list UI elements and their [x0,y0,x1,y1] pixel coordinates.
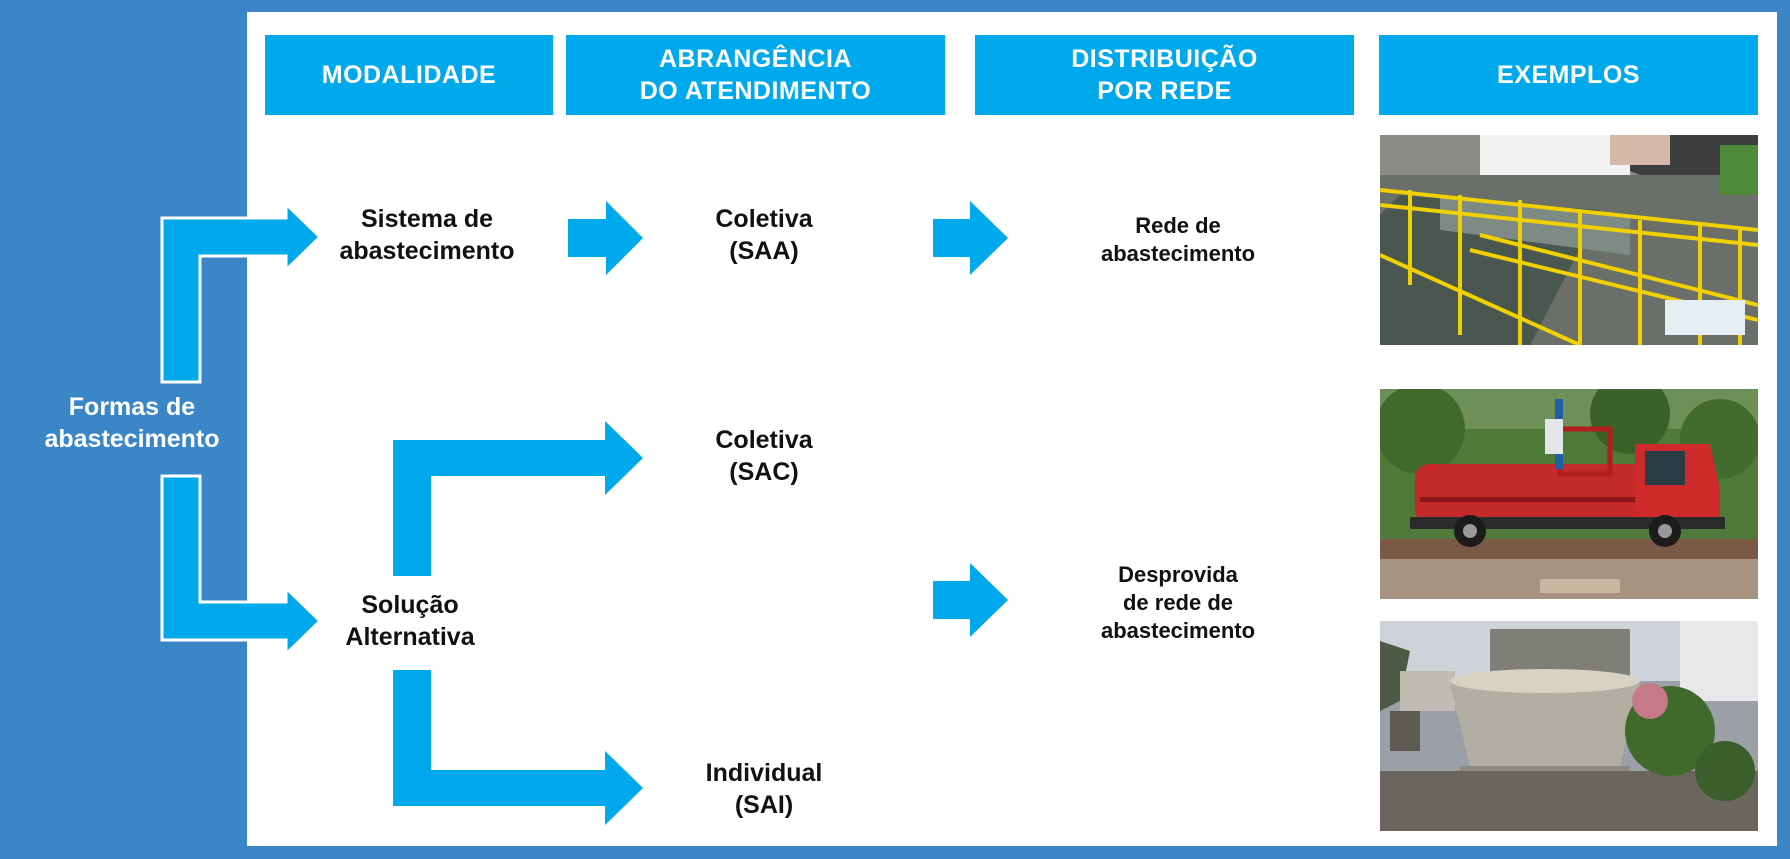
root-label: Formas de abastecimento [44,393,220,453]
header-distribuicao: DISTRIBUIÇÃO POR REDE [975,35,1354,115]
example-photo-tanker-truck [1380,389,1758,599]
header-abrangencia: ABRANGÊNCIA DO ATENDIMENTO [566,35,945,115]
arrow-saa-to-rede [933,201,1008,275]
arrow-solucao-to-sai [393,670,643,825]
abrangencia-sai-label: Individual (SAI) [705,759,823,819]
arrow-to-desprovida [933,563,1008,637]
example-photo-cistern [1380,621,1758,831]
header-exemplos: EXEMPLOS [1379,35,1758,115]
arrow-solucao-to-sac [393,421,643,576]
arrow-sistema-to-saa [568,201,643,275]
header-modalidade: MODALIDADE [265,35,553,115]
abrangencia-saa-label: Coletiva (SAA) [715,205,813,265]
arrow-root-to-solucao [160,474,323,658]
modalidade-solucao-label: Solução Alternativa [345,591,475,651]
arrow-root-to-sistema [160,200,323,384]
modalidade-sistema-label: Sistema de abastecimento [339,205,515,265]
abrangencia-sac-label: Coletiva (SAC) [715,426,813,486]
example-photo-treatment-plant [1380,135,1758,345]
distribuicao-rede-label: Rede de abastecimento [1100,213,1256,266]
distribuicao-desprovida-label: Desprovida de rede de abastecimento [1100,562,1256,643]
